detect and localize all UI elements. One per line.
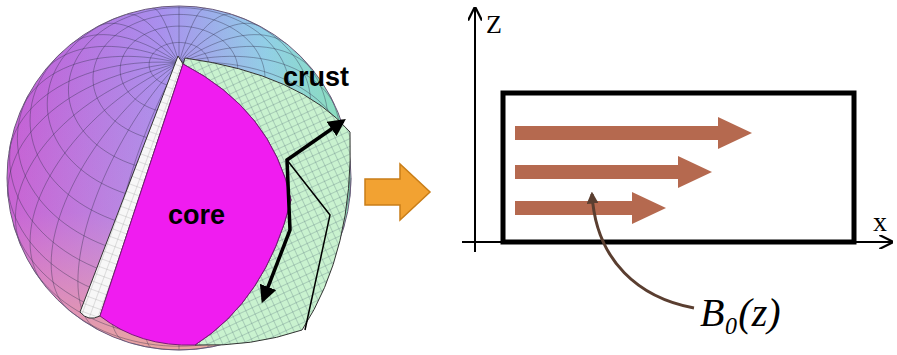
sphere-shading: [7, 6, 351, 350]
leader-line: [592, 194, 694, 308]
field-arrow: [515, 192, 666, 224]
region-label: core: [168, 200, 225, 231]
field-arrow: [515, 156, 712, 188]
grid-line: [179, 23, 258, 63]
field-arrow: [515, 117, 752, 149]
axis-label: x: [873, 206, 887, 238]
core-region: [100, 64, 291, 345]
thickness-arrow: [263, 121, 343, 300]
slab-box: [503, 93, 854, 242]
region-label: crust: [283, 62, 349, 93]
z-axis: [474, 8, 476, 252]
crust-outline: [287, 160, 330, 330]
star-sphere: [7, 6, 351, 350]
grid-line: [179, 8, 206, 63]
axis-label: Z: [486, 10, 502, 40]
block-arrow: [365, 164, 430, 220]
sphere-outline: [7, 6, 351, 350]
grid-line: [72, 35, 179, 63]
sphere-grid: [7, 6, 351, 350]
field-label: B₀(z): [700, 290, 781, 336]
